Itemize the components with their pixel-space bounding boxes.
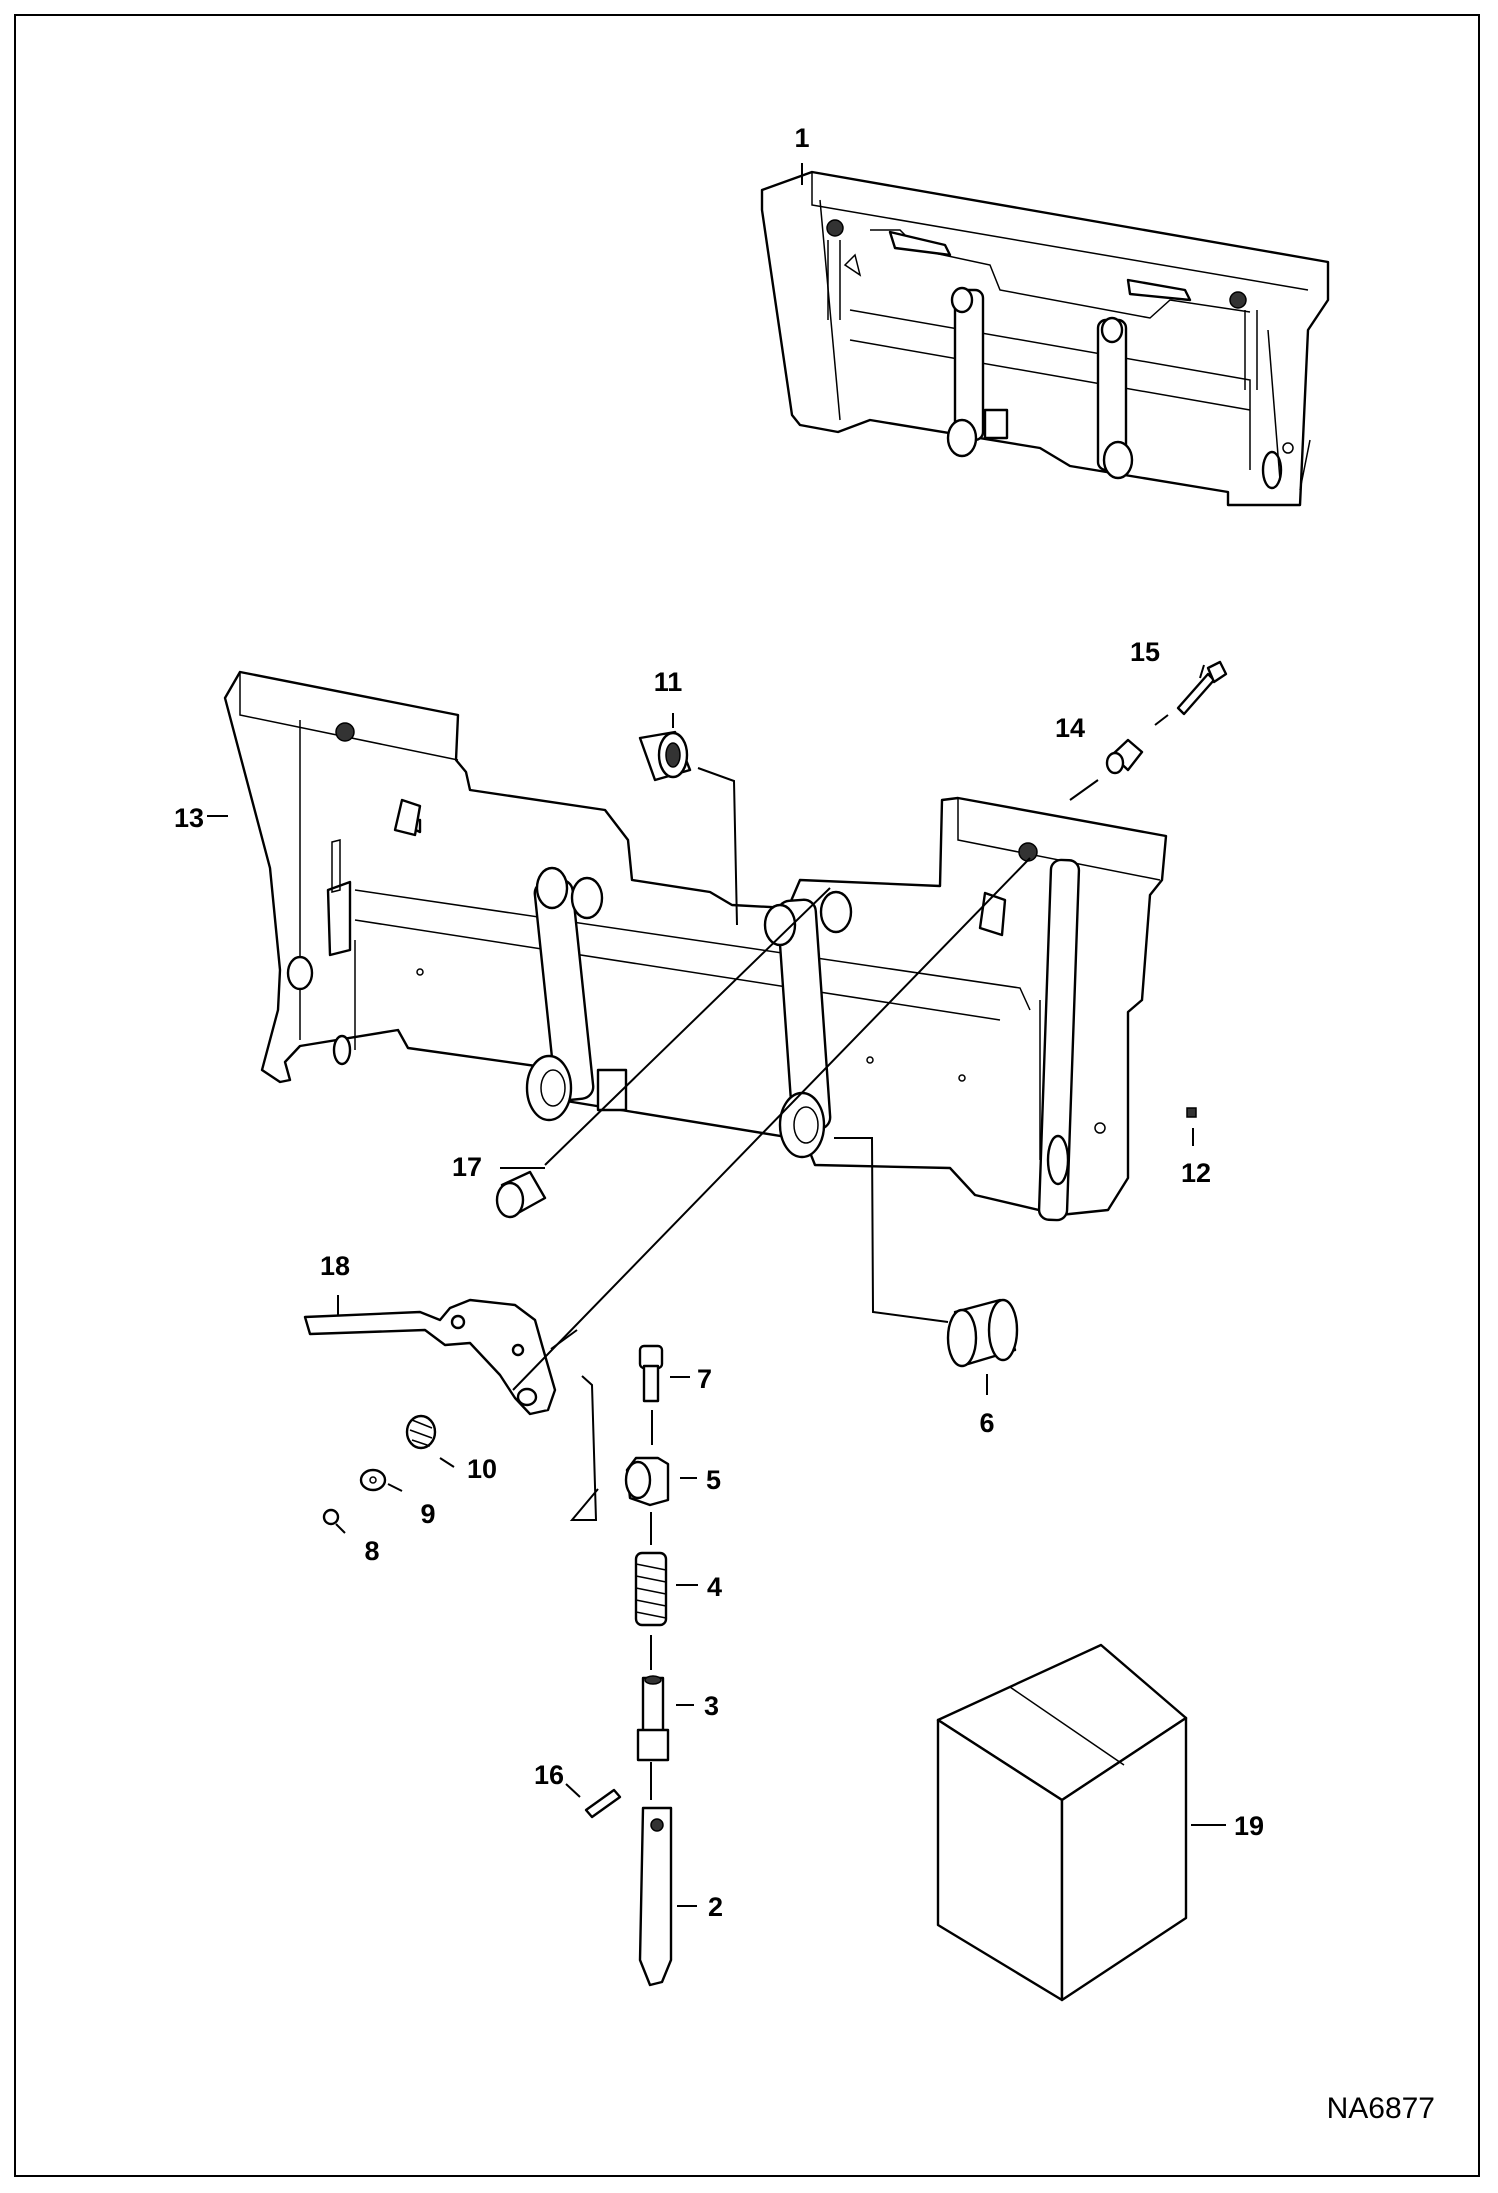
callout-18: 18 [320, 1251, 350, 1281]
callout-2: 2 [708, 1892, 723, 1922]
rod-2 [638, 1806, 673, 1987]
callout-11: 11 [654, 667, 683, 697]
callout-15: 15 [1130, 637, 1160, 667]
washer-9 [359, 1468, 387, 1492]
callout-16: 16 [534, 1760, 564, 1790]
pin-7 [638, 1344, 664, 1403]
spacer-14 [1105, 738, 1144, 775]
spring-10 [405, 1414, 437, 1450]
callout-10: 10 [467, 1454, 497, 1484]
drawing-code: NA6877 [1327, 2092, 1435, 2125]
callout-8: 8 [364, 1536, 379, 1566]
callout-9: 9 [420, 1499, 435, 1529]
assembled-mount-frame [760, 170, 1330, 507]
callout-3: 3 [704, 1691, 719, 1721]
callout-14: 14 [1055, 713, 1085, 743]
bushing-6 [946, 1298, 1019, 1368]
callout-19: 19 [1234, 1811, 1264, 1841]
callout-7: 7 [697, 1364, 712, 1394]
bushing-11 [638, 730, 692, 782]
nut-8 [322, 1508, 340, 1526]
nut-12 [1186, 1107, 1197, 1118]
bolt-15 [1176, 660, 1228, 716]
callout-13: 13 [174, 803, 204, 833]
leader-lines [207, 163, 1226, 1907]
spring-4 [634, 1551, 668, 1627]
bushing-17 [495, 1170, 547, 1219]
callout-4: 4 [707, 1572, 722, 1602]
callout-6: 6 [979, 1408, 994, 1438]
callout-1: 1 [794, 123, 809, 153]
roll-pin-16 [584, 1788, 622, 1819]
callout-17: 17 [452, 1152, 482, 1182]
block-5 [624, 1456, 670, 1507]
mount-frame-plate [223, 670, 1168, 1222]
kit-box-19 [936, 1643, 1188, 2002]
callout-12: 12 [1181, 1158, 1211, 1188]
handle-18 [303, 1298, 557, 1416]
callout-labels: 1 2 3 4 5 6 7 8 9 10 11 12 13 14 15 16 1… [174, 123, 1264, 1922]
sleeve-3 [636, 1675, 670, 1762]
callout-5: 5 [706, 1465, 721, 1495]
